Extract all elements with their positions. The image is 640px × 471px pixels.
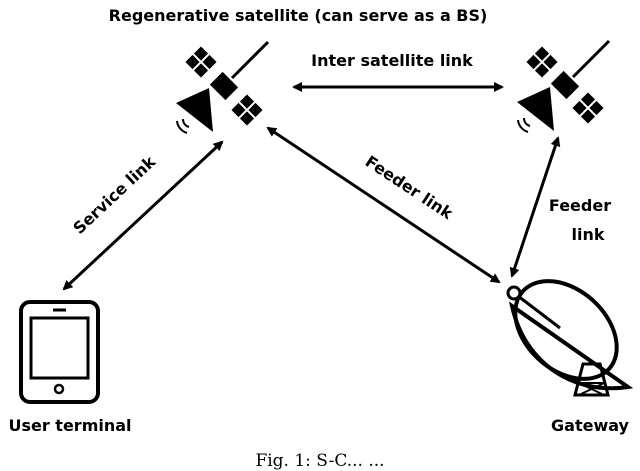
inter-satellite-link-label: Inter satellite link [311, 51, 473, 70]
satellite-left [176, 40, 270, 134]
diagram-title: Regenerative satellite (can serve as a B… [109, 6, 488, 25]
satellite-icon [176, 40, 270, 134]
gateway-label: Gateway [551, 416, 630, 435]
satellite-dish-icon [506, 279, 634, 397]
feeder-link-left-arrow [266, 126, 501, 284]
satellite-icon [517, 39, 611, 133]
feeder-link-right-label-line2: link [572, 225, 605, 244]
feeder-link-right-arrow [509, 136, 561, 278]
smartphone-icon [19, 300, 100, 404]
feeder-link-left-label: Feeder link [362, 152, 457, 224]
user-terminal-label: User terminal [8, 416, 131, 435]
satellite-right [517, 39, 611, 133]
feeder-link-right-label-line1: Feeder [549, 196, 611, 215]
service-link-arrow [62, 140, 224, 291]
service-link-label: Service link [69, 152, 159, 238]
figure-caption: Fig. 1: S-C... ... [255, 451, 384, 471]
